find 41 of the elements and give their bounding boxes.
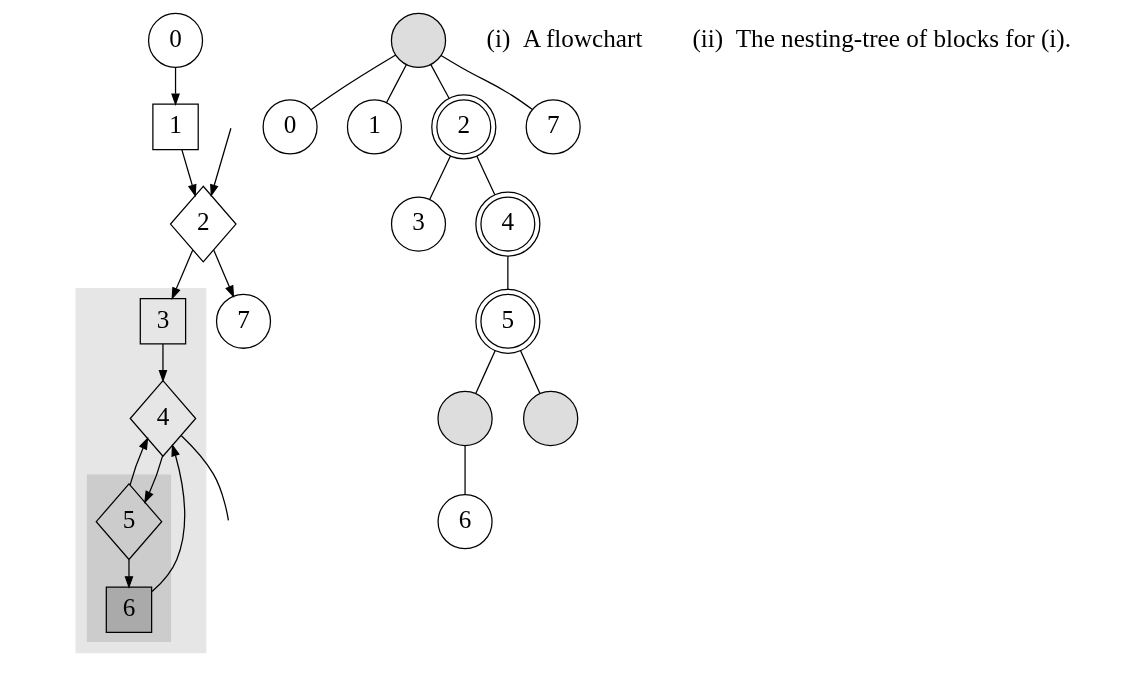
connector bbox=[475, 349, 496, 394]
node-circle: 3 bbox=[390, 196, 447, 252]
arrow bbox=[144, 455, 164, 504]
arrow bbox=[158, 343, 168, 383]
arrow bbox=[124, 559, 134, 589]
node-box: 6 bbox=[105, 586, 153, 634]
arrow bbox=[151, 443, 186, 593]
connector bbox=[507, 255, 509, 290]
label: (i) A flowchart bbox=[486, 24, 643, 52]
node-diamond: 5 bbox=[95, 482, 163, 561]
node-circle: 5 bbox=[475, 288, 541, 354]
node-circle: 7 bbox=[215, 293, 272, 349]
node-circle: 7 bbox=[525, 99, 581, 155]
connector bbox=[310, 54, 397, 111]
node-circle: 1 bbox=[346, 99, 403, 155]
node-circle bbox=[522, 390, 579, 447]
arrow bbox=[181, 149, 197, 198]
connector bbox=[180, 435, 230, 521]
connector bbox=[429, 155, 452, 200]
node-circle: 0 bbox=[262, 99, 318, 155]
node-circle bbox=[437, 390, 493, 447]
cluster bbox=[85, 473, 173, 644]
arrow bbox=[210, 127, 232, 197]
node-circle: 0 bbox=[147, 12, 204, 68]
arrow bbox=[129, 436, 149, 486]
connector bbox=[519, 349, 541, 394]
node-circle bbox=[390, 12, 447, 69]
arrow bbox=[171, 249, 194, 300]
label: (ii) The nesting-tree of blocks for (i). bbox=[692, 24, 1072, 52]
connector bbox=[430, 63, 450, 100]
connector bbox=[476, 155, 496, 196]
arrow bbox=[213, 249, 235, 299]
connector bbox=[385, 64, 407, 104]
connector bbox=[464, 445, 466, 496]
node-box: 3 bbox=[139, 298, 187, 345]
node-circle: 6 bbox=[437, 494, 493, 550]
node-circle: 2 bbox=[431, 94, 497, 160]
node-box: 1 bbox=[152, 103, 199, 151]
arrow bbox=[171, 66, 180, 106]
connector bbox=[440, 54, 534, 111]
node-circle: 4 bbox=[475, 191, 541, 257]
